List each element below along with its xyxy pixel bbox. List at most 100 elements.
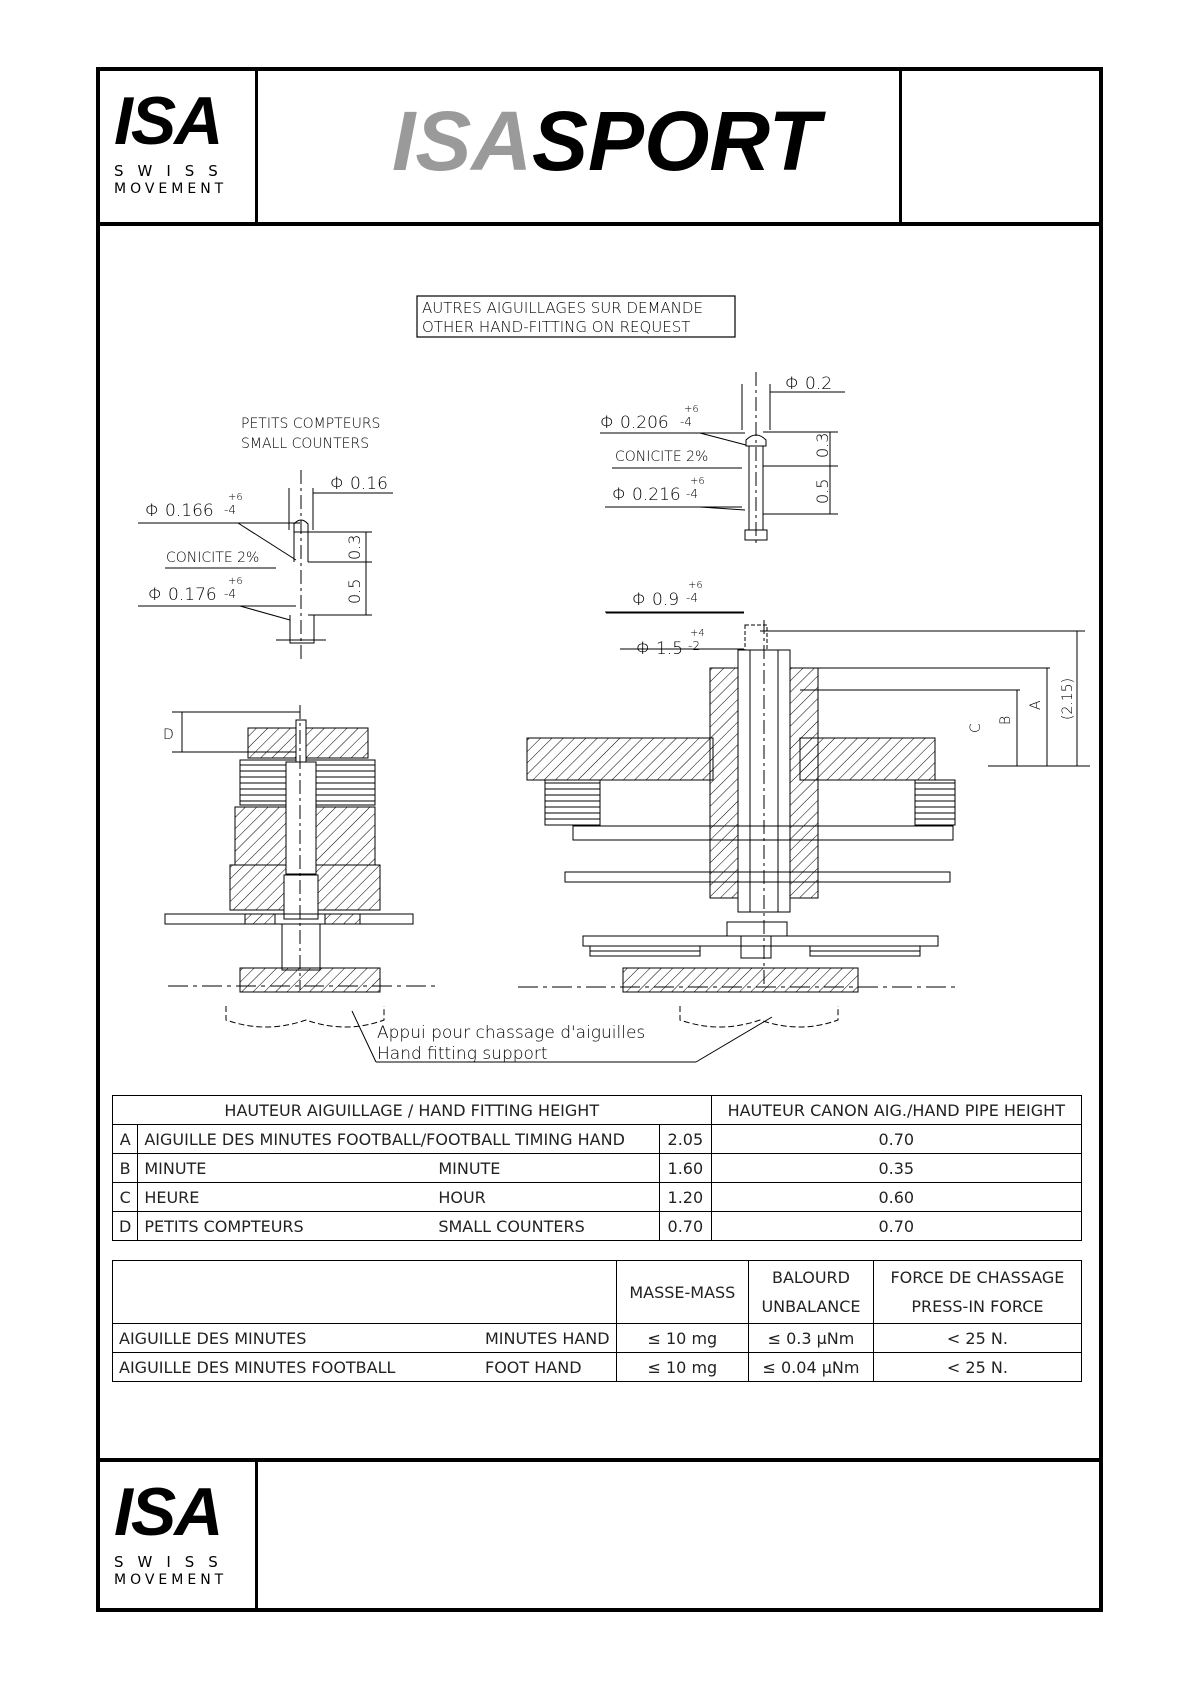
center-phi-09-plus: +6 — [688, 580, 703, 591]
header-mass: MASSE-MASS — [615, 1260, 750, 1324]
row-unbalance: ≤ 0.04 μNm — [748, 1352, 874, 1382]
right-tol-plus-1: +6 — [684, 404, 699, 415]
row-force: < 25 N. — [872, 1352, 1083, 1382]
title-block-footer: ISA SWISS MOVEMENT — [100, 1458, 1099, 1608]
row-pipe: 0.70 — [710, 1211, 1083, 1241]
center-label-215: (2.15) — [1060, 678, 1076, 720]
center-phi-09-minus: -4 — [686, 591, 698, 605]
row-height: 0.70 — [659, 1211, 712, 1241]
center-phi-15: Φ 1.5 — [636, 639, 683, 659]
left-phi-176: Φ 0.176 — [148, 585, 217, 605]
row-key: B — [111, 1153, 139, 1183]
support-text-en: Hand fitting support — [377, 1044, 548, 1064]
row-height: 2.05 — [659, 1124, 712, 1154]
left-tol-plus-2: +6 — [228, 576, 243, 587]
note-line-2: OTHER HAND-FITTING ON REQUEST — [422, 318, 690, 336]
row-designation: PETITS COMPTEURS SMALL COUNTERS — [137, 1211, 661, 1241]
left-h05: 0.5 — [345, 579, 364, 604]
isa-logo-word-footer: ISA — [114, 1474, 223, 1550]
table-row: B MINUTE MINUTE 1.60 0.35 — [111, 1153, 1083, 1183]
isa-logo-movement-footer: MOVEMENT — [114, 1572, 228, 1588]
table-row: A AIGUILLE DES MINUTES FOOTBALL/FOOTBALL… — [111, 1124, 1083, 1154]
header-hand-fitting-height: HAUTEUR AIGUILLAGE / HAND FITTING HEIGHT — [112, 1095, 712, 1125]
left-phi-top: Φ 0.16 — [330, 474, 388, 494]
center-phi-09: Φ 0.9 — [632, 590, 679, 610]
row-unbalance: ≤ 0.3 μNm — [748, 1323, 874, 1353]
left-pin-detail — [138, 470, 393, 660]
right-conicite: CONICITE 2% — [615, 449, 708, 465]
drawing-sheet-frame: ISA SWISS MOVEMENT ISASPORT ISA SWISS MO… — [96, 67, 1103, 1612]
center-phi-15-minus: -2 — [688, 639, 700, 653]
row-designation: AIGUILLE DES MINUTES FOOTBALL/FOOTBALL T… — [137, 1124, 661, 1154]
row-height: 1.60 — [659, 1153, 712, 1183]
brand-isa: ISA — [392, 94, 533, 188]
row-en: FOOT HAND — [485, 1357, 582, 1377]
left-h03: 0.3 — [345, 535, 364, 560]
row-key: D — [111, 1211, 139, 1241]
row-fr: AIGUILLE DES MINUTES — [119, 1328, 307, 1348]
center-assembly-section — [518, 611, 1090, 1028]
brand-sport: SPORT — [532, 94, 820, 188]
row-en: HOUR — [438, 1187, 486, 1207]
isa-logo-swiss-footer: SWISS — [114, 1553, 232, 1571]
row-pipe: 0.35 — [710, 1153, 1083, 1183]
header-empty — [112, 1260, 617, 1324]
row-en: MINUTE — [438, 1158, 501, 1178]
row-fr: HEURE — [144, 1187, 200, 1207]
header-force-fr: FORCE DE CHASSAGE — [890, 1268, 1065, 1287]
header-force-en: PRESS-IN FORCE — [911, 1297, 1044, 1316]
header-force: FORCE DE CHASSAGE PRESS-IN FORCE — [872, 1260, 1083, 1324]
hand-fitting-height-table: HAUTEUR AIGUILLAGE / HAND FITTING HEIGHT… — [111, 1095, 1083, 1241]
row-pipe: 0.70 — [710, 1124, 1083, 1154]
right-tol-plus-2: +6 — [690, 476, 705, 487]
table-row: D PETITS COMPTEURS SMALL COUNTERS 0.70 0.… — [111, 1211, 1083, 1241]
left-label-d: D — [163, 727, 174, 743]
row-en: SMALL COUNTERS — [438, 1216, 585, 1236]
center-label-b: B — [998, 716, 1014, 725]
left-phi-166: Φ 0.166 — [145, 501, 214, 521]
row-fr: MINUTE — [144, 1158, 207, 1178]
right-phi-top: Φ 0.2 — [785, 374, 832, 394]
right-h03: 0.3 — [813, 433, 832, 458]
isa-logo-footer: ISA SWISS MOVEMENT — [100, 1462, 258, 1608]
right-h05: 0.5 — [813, 479, 832, 504]
row-height: 1.20 — [659, 1182, 712, 1212]
support-text-fr: Appui pour chassage d'aiguilles — [377, 1023, 645, 1043]
left-tol-minus-1: -4 — [224, 503, 236, 517]
header-hand-pipe-height: HAUTEUR CANON AIG./HAND PIPE HEIGHT — [710, 1095, 1083, 1125]
right-pin-detail — [600, 372, 845, 545]
row-pipe: 0.60 — [710, 1182, 1083, 1212]
header-unbalance-fr: BALOURD — [771, 1268, 850, 1287]
row-mass: ≤ 10 mg — [615, 1323, 750, 1353]
isa-logo-header: ISA SWISS MOVEMENT — [100, 71, 258, 222]
note-box — [416, 295, 736, 338]
small-counters-en: SMALL COUNTERS — [241, 436, 369, 452]
row-fr: AIGUILLE DES MINUTES FOOTBALL — [119, 1357, 396, 1377]
isasport-brand-logo: ISASPORT — [392, 99, 820, 183]
row-force: < 25 N. — [872, 1323, 1083, 1353]
center-label-a: A — [1028, 700, 1044, 710]
table-row: C HEURE HOUR 1.20 0.60 — [111, 1182, 1083, 1212]
isa-logo-movement: MOVEMENT — [114, 181, 228, 197]
row-mass: ≤ 10 mg — [615, 1352, 750, 1382]
right-tol-minus-1: -4 — [680, 415, 692, 429]
row-key: C — [111, 1182, 139, 1212]
support-callout — [351, 1010, 773, 1063]
row-fr: AIGUILLE DES MINUTES FOOTBALL/FOOTBALL T… — [144, 1129, 625, 1149]
brand-cell: ISASPORT — [258, 71, 902, 222]
table-header-row: HAUTEUR AIGUILLAGE / HAND FITTING HEIGHT… — [112, 1095, 1083, 1125]
left-tol-minus-2: -4 — [224, 587, 236, 601]
right-tol-minus-2: -4 — [686, 487, 698, 501]
center-label-c: C — [968, 723, 984, 733]
isa-logo-swiss: SWISS — [114, 162, 232, 180]
left-tol-plus-1: +6 — [228, 492, 243, 503]
right-phi-206: Φ 0.206 — [600, 413, 669, 433]
row-fr: PETITS COMPTEURS — [144, 1216, 304, 1236]
center-phi-15-plus: +4 — [690, 628, 705, 639]
small-counters-fr: PETITS COMPTEURS — [241, 416, 380, 432]
